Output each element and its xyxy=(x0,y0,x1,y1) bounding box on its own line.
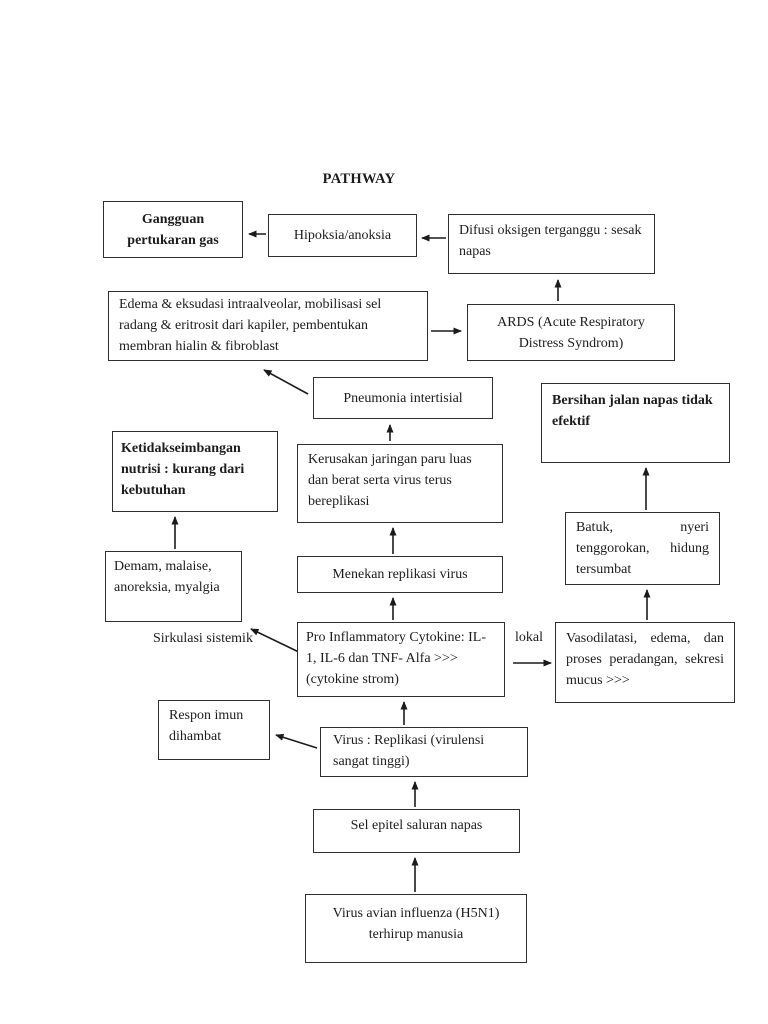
node-text: Vasodilatasi, edema, dan proses peradang… xyxy=(566,631,724,688)
node-ards: ARDS (Acute Respiratory Distress Syndrom… xyxy=(467,304,675,361)
node-text: ARDS (Acute Respiratory Distress Syndrom… xyxy=(497,314,645,351)
node-menekan-replikasi-virus: Menekan replikasi virus xyxy=(297,556,503,593)
node-text: Pro Inflammatory Cytokine: IL-1, IL-6 da… xyxy=(306,630,487,687)
node-text: Respon imun dihambat xyxy=(169,708,244,744)
node-pneumonia-intertisial: Pneumonia intertisial xyxy=(313,377,493,419)
node-edema-eksudasi: Edema & eksudasi intraalveolar, mobilisa… xyxy=(108,291,428,361)
page-title: PATHWAY xyxy=(322,171,396,187)
node-text: Batuk, nyeri tenggorokan, hidung tersumb… xyxy=(576,520,709,577)
node-bersihan-jalan-napas: Bersihan jalan napas tidak efektif xyxy=(541,383,730,463)
node-text: Virus avian influenza (H5N1) terhirup ma… xyxy=(332,906,500,942)
node-text: Sel epitel saluran napas xyxy=(350,818,483,833)
arrow-virus-to-respon-imun xyxy=(275,733,318,749)
node-text: Bersihan jalan napas tidak efektif xyxy=(552,393,713,429)
label-sirkulasi-sistemik: Sirkulasi sistemik xyxy=(153,631,253,646)
node-text: Menekan replikasi virus xyxy=(332,567,468,582)
node-pro-inflammatory-cytokine: Pro Inflammatory Cytokine: IL-1, IL-6 da… xyxy=(297,622,505,697)
node-text: Hipoksia/anoksia xyxy=(293,228,392,243)
node-vasodilatasi: Vasodilatasi, edema, dan proses peradang… xyxy=(555,622,735,703)
node-virus-avian-influenza: Virus avian influenza (H5N1) terhirup ma… xyxy=(305,894,527,963)
node-text: Edema & eksudasi intraalveolar, mobilisa… xyxy=(119,297,382,354)
label-lokal: lokal xyxy=(515,630,543,645)
node-text: Virus : Replikasi (virulensi sangat ting… xyxy=(333,733,485,769)
node-batuk-nyeri: Batuk, nyeri tenggorokan, hidung tersumb… xyxy=(565,512,720,585)
node-text: Difusi oksigen terganggu : sesak napas xyxy=(459,223,642,259)
node-kerusakan-jaringan-paru: Kerusakan jaringan paru luas dan berat s… xyxy=(297,444,503,523)
node-difusi-oksigen: Difusi oksigen terganggu : sesak napas xyxy=(448,214,655,274)
node-demam-malaise: Demam, malaise, anoreksia, myalgia xyxy=(105,551,242,622)
node-text: Gangguan pertukaran gas xyxy=(127,211,219,248)
node-gangguan-pertukaran-gas: Gangguan pertukaran gas xyxy=(103,201,243,258)
node-text: Pneumonia intertisial xyxy=(343,390,463,406)
arrow-pneumonia-to-edema xyxy=(263,369,309,395)
node-virus-replikasi: Virus : Replikasi (virulensi sangat ting… xyxy=(320,727,528,777)
node-hipoksia-anoksia: Hipoksia/anoksia xyxy=(268,214,417,257)
node-sel-epitel: Sel epitel saluran napas xyxy=(313,809,520,853)
node-ketidakseimbangan-nutrisi: Ketidakseimbangan nutrisi : kurang dari … xyxy=(112,431,278,512)
node-text: Kerusakan jaringan paru luas dan berat s… xyxy=(308,452,472,509)
node-text: Ketidakseimbangan nutrisi : kurang dari … xyxy=(121,441,245,498)
node-respon-imun-dihambat: Respon imun dihambat xyxy=(158,700,270,760)
node-text: Demam, malaise, anoreksia, myalgia xyxy=(114,559,220,595)
